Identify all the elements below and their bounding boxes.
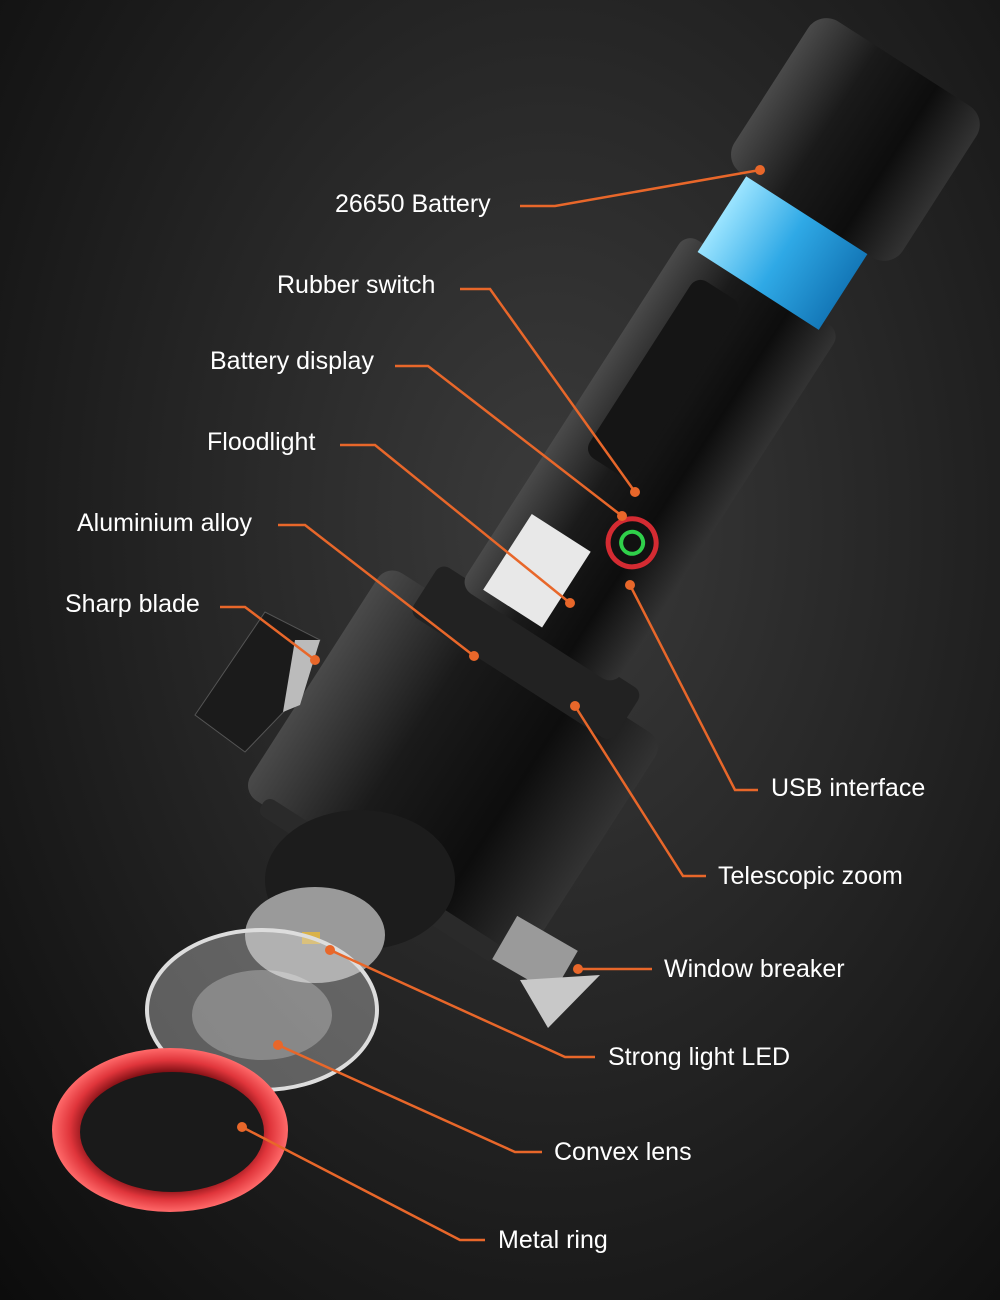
label-battery-display: Battery display [210,347,374,375]
head-collar [412,566,640,740]
label-sharp-blade: Sharp blade [65,590,200,618]
label-battery: 26650 Battery [335,190,491,218]
leader-rubber-switch [460,287,637,493]
dot-window-breaker [573,964,583,974]
dot-sharp-blade [310,655,320,665]
dot-floodlight [565,598,575,608]
label-rubber-switch: Rubber switch [277,271,436,299]
dot-aluminium-alloy [469,651,479,661]
dot-battery [755,165,765,175]
window-breaker [492,915,600,1028]
label-aluminium-alloy: Aluminium alloy [77,509,253,537]
label-floodlight: Floodlight [207,428,316,456]
dot-rubber-switch [630,487,640,497]
dot-usb-interface [625,580,635,590]
rubber-switch [605,516,659,570]
leader-convex-lens [277,1043,542,1154]
head [248,570,658,963]
floodlight [483,513,591,628]
battery-display [619,529,646,556]
leader-aluminium-alloy [278,523,475,657]
battery [697,167,873,330]
leader-telescopic-zoom [573,705,706,878]
tail-cap [731,18,980,261]
leader-floodlight [340,443,571,604]
label-telescopic-zoom: Telescopic zoom [718,862,903,890]
leader-strong-light-led [329,948,595,1059]
dot-metal-ring [237,1122,247,1132]
label-strong-light-led: Strong light LED [608,1043,791,1071]
label-window-breaker: Window breaker [664,955,845,983]
grip-panel [588,279,739,478]
dot-strong-light-led [325,945,335,955]
leader-battery [520,168,761,208]
dot-convex-lens [273,1040,283,1050]
label-convex-lens: Convex lens [554,1138,692,1166]
dot-telescopic-zoom [570,701,580,711]
leader-metal-ring [241,1125,485,1242]
leader-sharp-blade [220,605,316,661]
leader-battery-display [395,364,623,517]
label-usb-interface: USB interface [771,774,926,802]
label-metal-ring: Metal ring [498,1226,608,1254]
dot-battery-display [617,511,627,521]
leader-usb-interface [628,584,758,792]
